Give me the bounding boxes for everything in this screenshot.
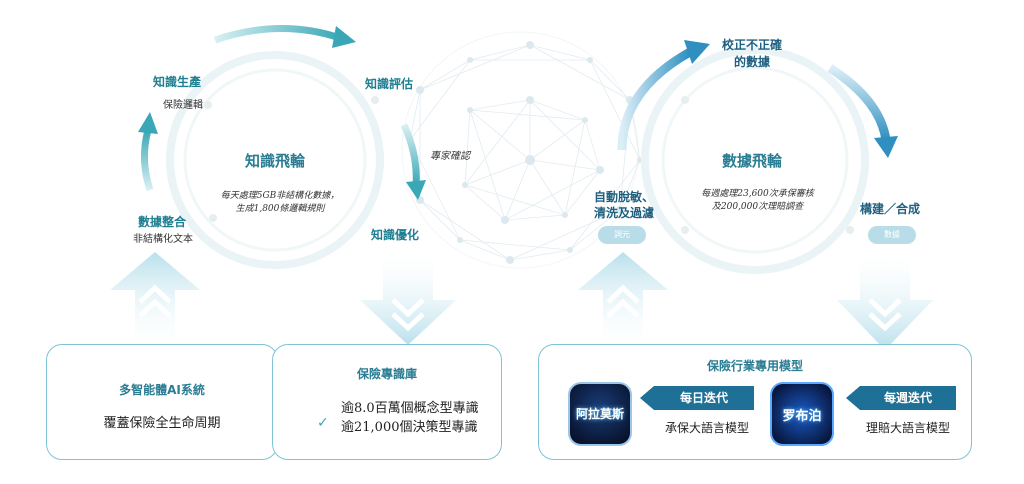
arc-arrow-right-wheel-right xyxy=(827,64,891,141)
ai-system-box: 多智能體AI系統 覆蓋保險全生命周期 xyxy=(46,344,278,460)
chevron-down-icon xyxy=(391,298,425,332)
models-title: 保險行業專用模型 xyxy=(706,359,803,373)
chevron-up-icon xyxy=(606,284,640,318)
node-build-synthesize: 構建／合成 xyxy=(860,202,921,216)
check-icon: ✓ xyxy=(317,415,329,431)
arc-arrow-right-head xyxy=(406,180,426,200)
arc-arrow-top xyxy=(213,25,342,44)
arc-arrow-right-wheel-left-head xyxy=(684,40,710,64)
token-pill: 詞元 xyxy=(598,226,646,244)
lop-nur-app-icon: 罗布泊 xyxy=(770,382,834,446)
network-nodes xyxy=(407,41,643,264)
node-expert-confirmation: 專家確認 xyxy=(430,151,470,162)
arc-arrow-left-head xyxy=(138,112,158,134)
claims-model-caption: 理賠大語言模型 xyxy=(866,421,951,435)
alamos-app-icon: 阿拉莫斯 xyxy=(568,382,632,446)
daily-tag-arrow-icon xyxy=(640,386,654,410)
node-dot xyxy=(846,226,854,234)
arc-arrow-top-head xyxy=(332,26,356,48)
lop-nur-app-label: 罗布泊 xyxy=(782,409,822,424)
ai-system-text: 覆蓋保險全生命周期 xyxy=(103,416,221,431)
data-pill: 數據 xyxy=(868,226,916,244)
arc-arrow-right-wheel-right-head xyxy=(874,136,898,158)
left-wheel-outer-ring xyxy=(166,51,384,269)
node-desensitize-line1: 自動脫敏、 xyxy=(594,190,655,204)
node-correct-data-line2: 的數據 xyxy=(734,55,771,69)
right-wheel-outer-ring xyxy=(641,46,869,274)
right-wheel-desc: 每週處理23,600次承保審核 及200,000次理賠調查 xyxy=(690,188,825,214)
library-item-2: 逾21,000個決策型專識 xyxy=(341,420,478,435)
arc-arrow-right xyxy=(400,123,420,186)
left-wheel-desc: 每天處理5GB非結構化數據， 生成1,800條邏輯規則 xyxy=(210,190,350,216)
node-dot xyxy=(209,214,217,222)
ai-system-title: 多智能體AI系統 xyxy=(119,383,205,397)
node-knowledge-production: 知識生產 xyxy=(153,75,202,89)
node-correct-data: 校正不正確 的數據 xyxy=(722,36,782,70)
arc-arrow-right-wheel-left xyxy=(617,48,693,151)
node-correct-data-line1: 校正不正確 xyxy=(722,38,783,52)
down-arrow-left xyxy=(360,255,456,345)
weekly-iteration-tag: 每週迭代 xyxy=(860,386,956,410)
knowledge-library-box: 保險專識庫 逾8.0百萬個概念型專識 ✓ 逾21,000個決策型專識 xyxy=(272,344,502,460)
node-knowledge-evaluation: 知識評估 xyxy=(365,77,414,91)
node-dot xyxy=(371,96,379,104)
library-title: 保險專識庫 xyxy=(356,367,417,381)
up-arrow-left xyxy=(110,252,200,345)
chevron-down-icon xyxy=(868,298,902,332)
node-dot xyxy=(681,226,689,234)
right-wheel-title: 數據飛輪 xyxy=(722,152,783,170)
node-dot xyxy=(681,96,689,104)
left-wheel-inner-ring xyxy=(183,68,367,252)
chevron-up-icon xyxy=(138,284,172,318)
daily-iteration-tag: 每日迭代 xyxy=(654,386,754,410)
arc-arrow-left xyxy=(141,129,154,192)
node-dot xyxy=(204,101,212,109)
right-wheel-inner-ring xyxy=(661,66,849,254)
node-knowledge-optimization: 知識優化 xyxy=(371,228,420,242)
up-arrow-right xyxy=(578,252,668,345)
node-data-integration: 數據整合 xyxy=(138,215,187,229)
left-wheel-desc-line2: 生成1,800條邏輯規則 xyxy=(235,204,325,214)
left-wheel-desc-line1: 每天處理5GB非結構化數據， xyxy=(220,191,340,201)
node-data-integration-sub: 非結構化文本 xyxy=(133,234,193,245)
right-wheel-desc-line1: 每週處理23,600次承保審核 xyxy=(701,189,814,199)
alamos-app-label: 阿拉莫斯 xyxy=(575,407,624,421)
left-wheel-title: 知識飛輪 xyxy=(245,152,306,170)
underwriting-model-caption: 承保大語言模型 xyxy=(665,421,750,435)
library-item-1: 逾8.0百萬個概念型專識 xyxy=(341,401,479,416)
right-wheel-desc-line2: 及200,000次理賠調查 xyxy=(711,202,804,212)
node-desensitize-line2: 清洗及過濾 xyxy=(594,206,655,220)
weekly-tag-arrow-icon xyxy=(846,386,860,410)
down-arrow-right xyxy=(837,255,933,350)
node-desensitize: 自動脫敏、 清洗及過濾 xyxy=(594,189,654,221)
node-knowledge-production-sub: 保險邏輯 xyxy=(163,100,203,111)
